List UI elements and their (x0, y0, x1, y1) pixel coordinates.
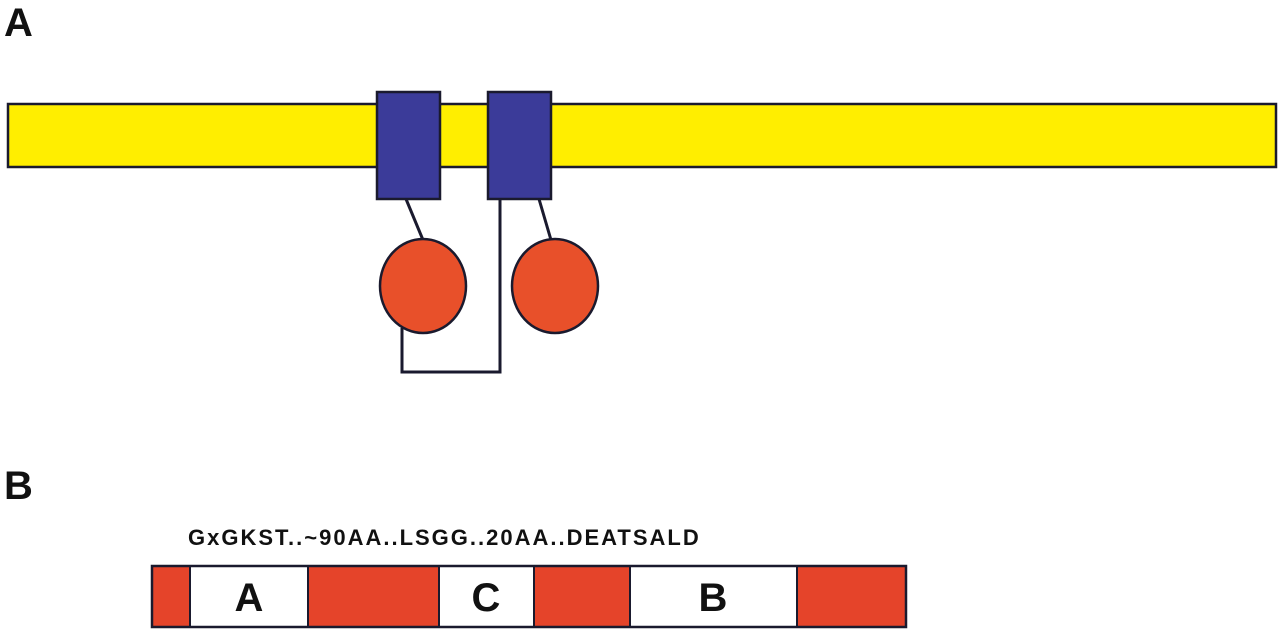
panel-b-label: B (4, 464, 33, 508)
motif-box-a (190, 566, 308, 627)
nucleotide-binding-domain-left (378, 237, 468, 335)
nucleotide-binding-domain-right (510, 237, 600, 335)
linker-right (537, 198, 553, 241)
domain-bar-outline (150, 564, 908, 629)
motif-box-c (439, 566, 534, 627)
panel-a-label: A (4, 1, 33, 45)
domain-segment-2 (308, 566, 439, 627)
domain-segment-3 (534, 566, 630, 627)
segment-dividers (189, 566, 798, 627)
sequence-motif-text: GxGKST..~90AA..LSGG..20AA..DEATSALD (188, 525, 701, 550)
transmembrane-domain-left (375, 90, 442, 201)
motif-label-a: A (235, 576, 264, 620)
motif-label-b: B (699, 576, 728, 620)
transmembrane-domain-right (486, 90, 553, 201)
domain-segment-1 (152, 566, 190, 627)
linker-left (404, 198, 425, 241)
linker-loop (400, 199, 502, 374)
motif-box-b (630, 566, 797, 627)
motif-label-c: C (472, 576, 501, 620)
domain-segment-4 (797, 566, 906, 627)
membrane-bar (6, 102, 1278, 169)
